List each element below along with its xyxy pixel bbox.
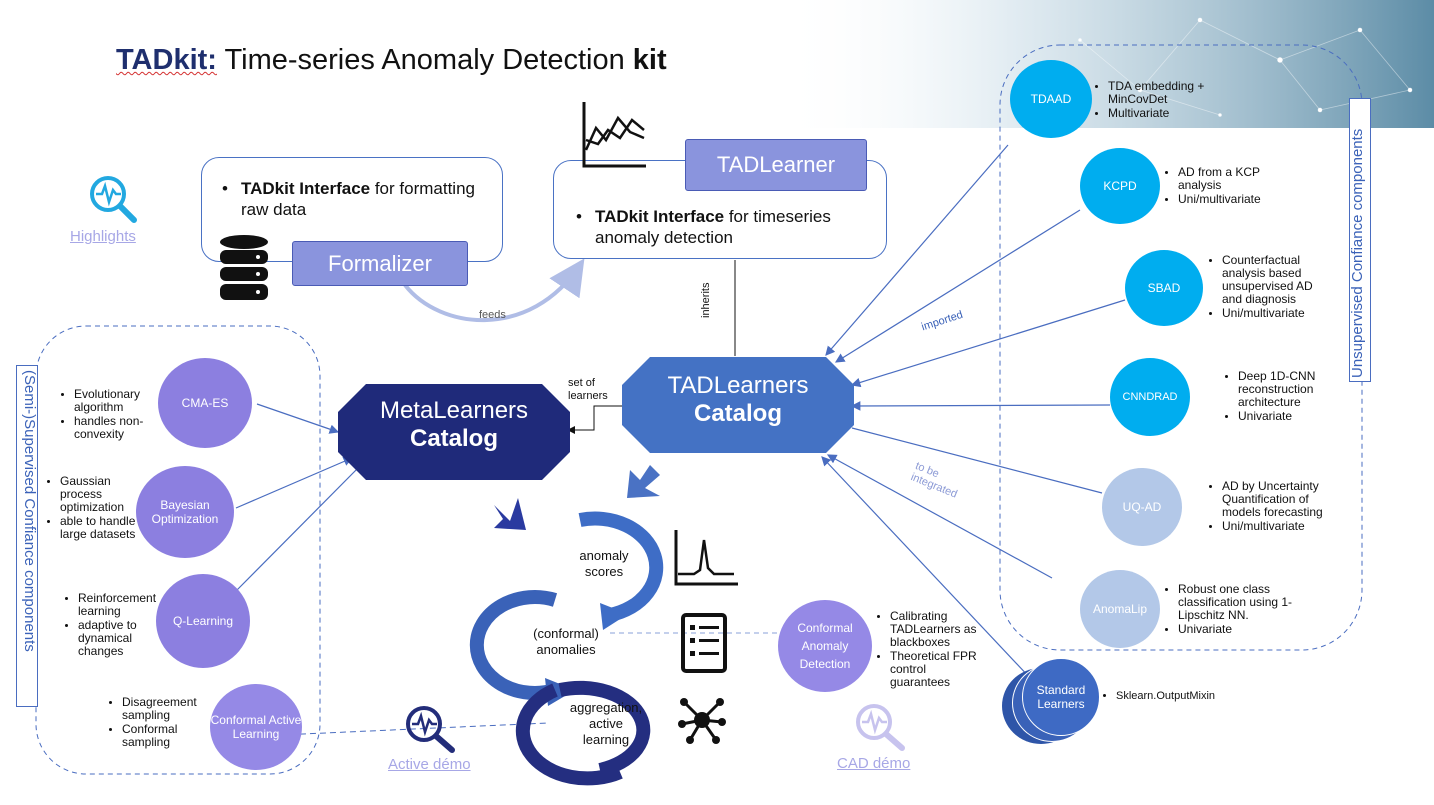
q-learning-bullets: Reinforcement learningadaptive to dynami…: [66, 592, 156, 659]
title-brand: TADkit:: [116, 44, 217, 76]
header-background: [780, 0, 1434, 128]
tadlearner-bullet-bold: TADkit Interface: [595, 207, 725, 226]
cma-es-bullets: Evolutionary algorithmhandles non-convex…: [62, 388, 154, 442]
supervised-group-text: (Semi-)Supervised Confiance components: [21, 370, 38, 652]
standard-learners-circle[interactable]: Standard Learners: [1022, 658, 1100, 736]
set-of-learners-label: set of learners: [568, 377, 608, 402]
bayesian-bullet-2: able to handle large datasets: [60, 515, 140, 541]
kcpd-bullet-1: AD from a KCP analysis: [1178, 166, 1286, 192]
unsupervised-group-text: Unsupervised Confiance components: [1349, 128, 1366, 378]
network-icon: [678, 698, 726, 744]
cycle-step-3: aggregation, active learning: [569, 700, 643, 747]
tadlearner-label: TADLearner: [685, 139, 867, 191]
cycle-step-2: (conformal) anomalies: [533, 626, 599, 657]
cnndrad-bullets: Deep 1D-CNN reconstruction architectureU…: [1226, 370, 1336, 424]
meta-catalog-shape: [338, 384, 570, 480]
conformal-ad-bullet-1: Calibrating TADLearners as blackboxes: [890, 610, 978, 649]
line-chart-icon: [582, 102, 646, 168]
tdaad-circle[interactable]: TDAAD: [1010, 60, 1092, 138]
bayesian-bullets: Gaussian process optimizationable to han…: [48, 475, 140, 542]
conformal-active-bullet-1: Disagreement sampling: [122, 696, 210, 722]
checklist-icon: [681, 613, 727, 673]
bayesian-optimization-circle[interactable]: Bayesian Optimization: [136, 466, 234, 558]
title-middle: Time-series Anomaly Detection: [216, 44, 633, 76]
bayesian-bullet-1: Gaussian process optimization: [60, 475, 140, 514]
kcpd-circle[interactable]: KCPD: [1080, 148, 1160, 224]
sbad-bullet-2: Uni/multivariate: [1222, 307, 1325, 320]
search-chart-icon[interactable]: [402, 702, 456, 754]
uq-ad-circle[interactable]: UQ-AD: [1102, 468, 1182, 546]
tdaad-bullet-1: TDA embedding + MinCovDet: [1108, 80, 1216, 106]
q-learning-bullet-2: adaptive to dynamical changes: [78, 619, 156, 658]
unsupervised-group-label: [1349, 98, 1371, 382]
formalizer-bullet-bold: TADkit Interface: [241, 179, 371, 198]
set-of-learners-arrow: [567, 405, 622, 434]
formalizer-bullet-rest: for formatting raw data: [241, 179, 475, 219]
kcpd-bullets: AD from a KCP analysisUni/multivariate: [1166, 166, 1286, 207]
anomalip-bullet-1: Robust one class classification using 1-…: [1178, 583, 1306, 622]
cnndrad-circle[interactable]: CNNDRAD: [1110, 358, 1190, 436]
kcpd-bullet-2: Uni/multivariate: [1178, 193, 1286, 206]
feeds-label: feeds: [479, 309, 506, 321]
conformal-active-bullets: Disagreement samplingConformal sampling: [110, 696, 210, 750]
conformal-ad-bullets: Calibrating TADLearners as blackboxesThe…: [878, 610, 978, 690]
meta-catalog-line2: Catalog: [409, 425, 498, 452]
q-learning-bullet-1: Reinforcement learning: [78, 592, 156, 618]
sbad-circle[interactable]: SBAD: [1125, 250, 1203, 326]
active-demo-link[interactable]: Active démo: [388, 756, 471, 773]
tad-catalog-label: TADLearners Catalog: [622, 372, 854, 428]
q-learning-circle[interactable]: Q-Learning: [156, 574, 250, 668]
database-icon: [220, 235, 268, 300]
formalizer-bullet: • TADkit Interface for formatting raw da…: [222, 179, 475, 219]
inherits-label: inherits: [700, 282, 712, 318]
standard-learners-bullet-1: Sklearn.OutputMixin: [1116, 690, 1238, 703]
anomalip-circle[interactable]: AnomaLip: [1080, 570, 1160, 648]
cma-es-bullet-2: handles non-convexity: [74, 415, 154, 441]
search-chart-icon[interactable]: [86, 172, 138, 224]
meta-catalog-line1: MetaLearners: [379, 397, 529, 424]
title-tail: kit: [632, 44, 667, 76]
anomalip-bullet-2: Univariate: [1178, 623, 1306, 636]
tadlearner-bullet: • TADkit Interface for timeseries anomal…: [576, 207, 831, 247]
cnndrad-bullet-1: Deep 1D-CNN reconstruction architecture: [1238, 370, 1336, 409]
feeds-arrow: [403, 258, 585, 322]
meta-catalog-label: MetaLearners Catalog: [338, 397, 570, 453]
highlights-link[interactable]: Highlights: [70, 228, 136, 245]
cycle-arc-3: [558, 680, 651, 777]
cma-es-bullet-1: Evolutionary algorithm: [74, 388, 154, 414]
sbad-bullet-1: Counterfactual analysis based unsupervis…: [1222, 254, 1325, 306]
tad-catalog-line2: Catalog: [693, 400, 782, 427]
tdaad-bullets: TDA embedding + MinCovDetMultivariate: [1096, 80, 1216, 121]
standard-learners-bullet: Sklearn.OutputMixin: [1108, 690, 1238, 704]
anomalip-bullets: Robust one class classification using 1-…: [1166, 583, 1306, 637]
tdaad-bullet-2: Multivariate: [1108, 107, 1216, 120]
cycle-step-1: anomaly scores: [579, 548, 629, 579]
uq-ad-bullet-1: AD by Uncertainty Quantification of mode…: [1222, 480, 1335, 519]
conformal-active-learning-circle[interactable]: Conformal Active Learning: [210, 684, 302, 770]
page-title: TADkit: Time-series Anomaly Detection ki…: [116, 44, 667, 77]
uq-ad-bullet-2: Uni/multivariate: [1222, 520, 1335, 533]
peak-chart-icon: [674, 530, 738, 586]
cad-demo-link[interactable]: CAD démo: [837, 755, 911, 772]
cycle-arc-1: [578, 511, 664, 622]
cycle-arc-2: [469, 590, 558, 700]
supervised-group-label: [16, 365, 38, 707]
cnndrad-bullet-2: Univariate: [1238, 410, 1336, 423]
meta-down-arrow: [494, 498, 526, 530]
tad-catalog-shape: [622, 357, 854, 453]
search-chart-icon[interactable]: [852, 700, 906, 752]
sbad-bullets: Counterfactual analysis based unsupervis…: [1210, 254, 1325, 321]
conformal-ad-bullet-2: Theoretical FPR control guarantees: [890, 650, 978, 689]
formalizer-label: Formalizer: [292, 241, 468, 286]
tadlearner-bullet-rest: for timeseries anomaly detection: [595, 207, 831, 247]
conformal-anomaly-detection-circle[interactable]: Conformal Anomaly Detection: [778, 600, 872, 692]
tad-down-arrow: [627, 465, 660, 498]
conformal-active-bullet-2: Conformal sampling: [122, 723, 210, 749]
tad-catalog-line1: TADLearners: [667, 372, 809, 399]
cma-es-circle[interactable]: CMA-ES: [158, 358, 252, 448]
uq-ad-bullets: AD by Uncertainty Quantification of mode…: [1210, 480, 1335, 534]
